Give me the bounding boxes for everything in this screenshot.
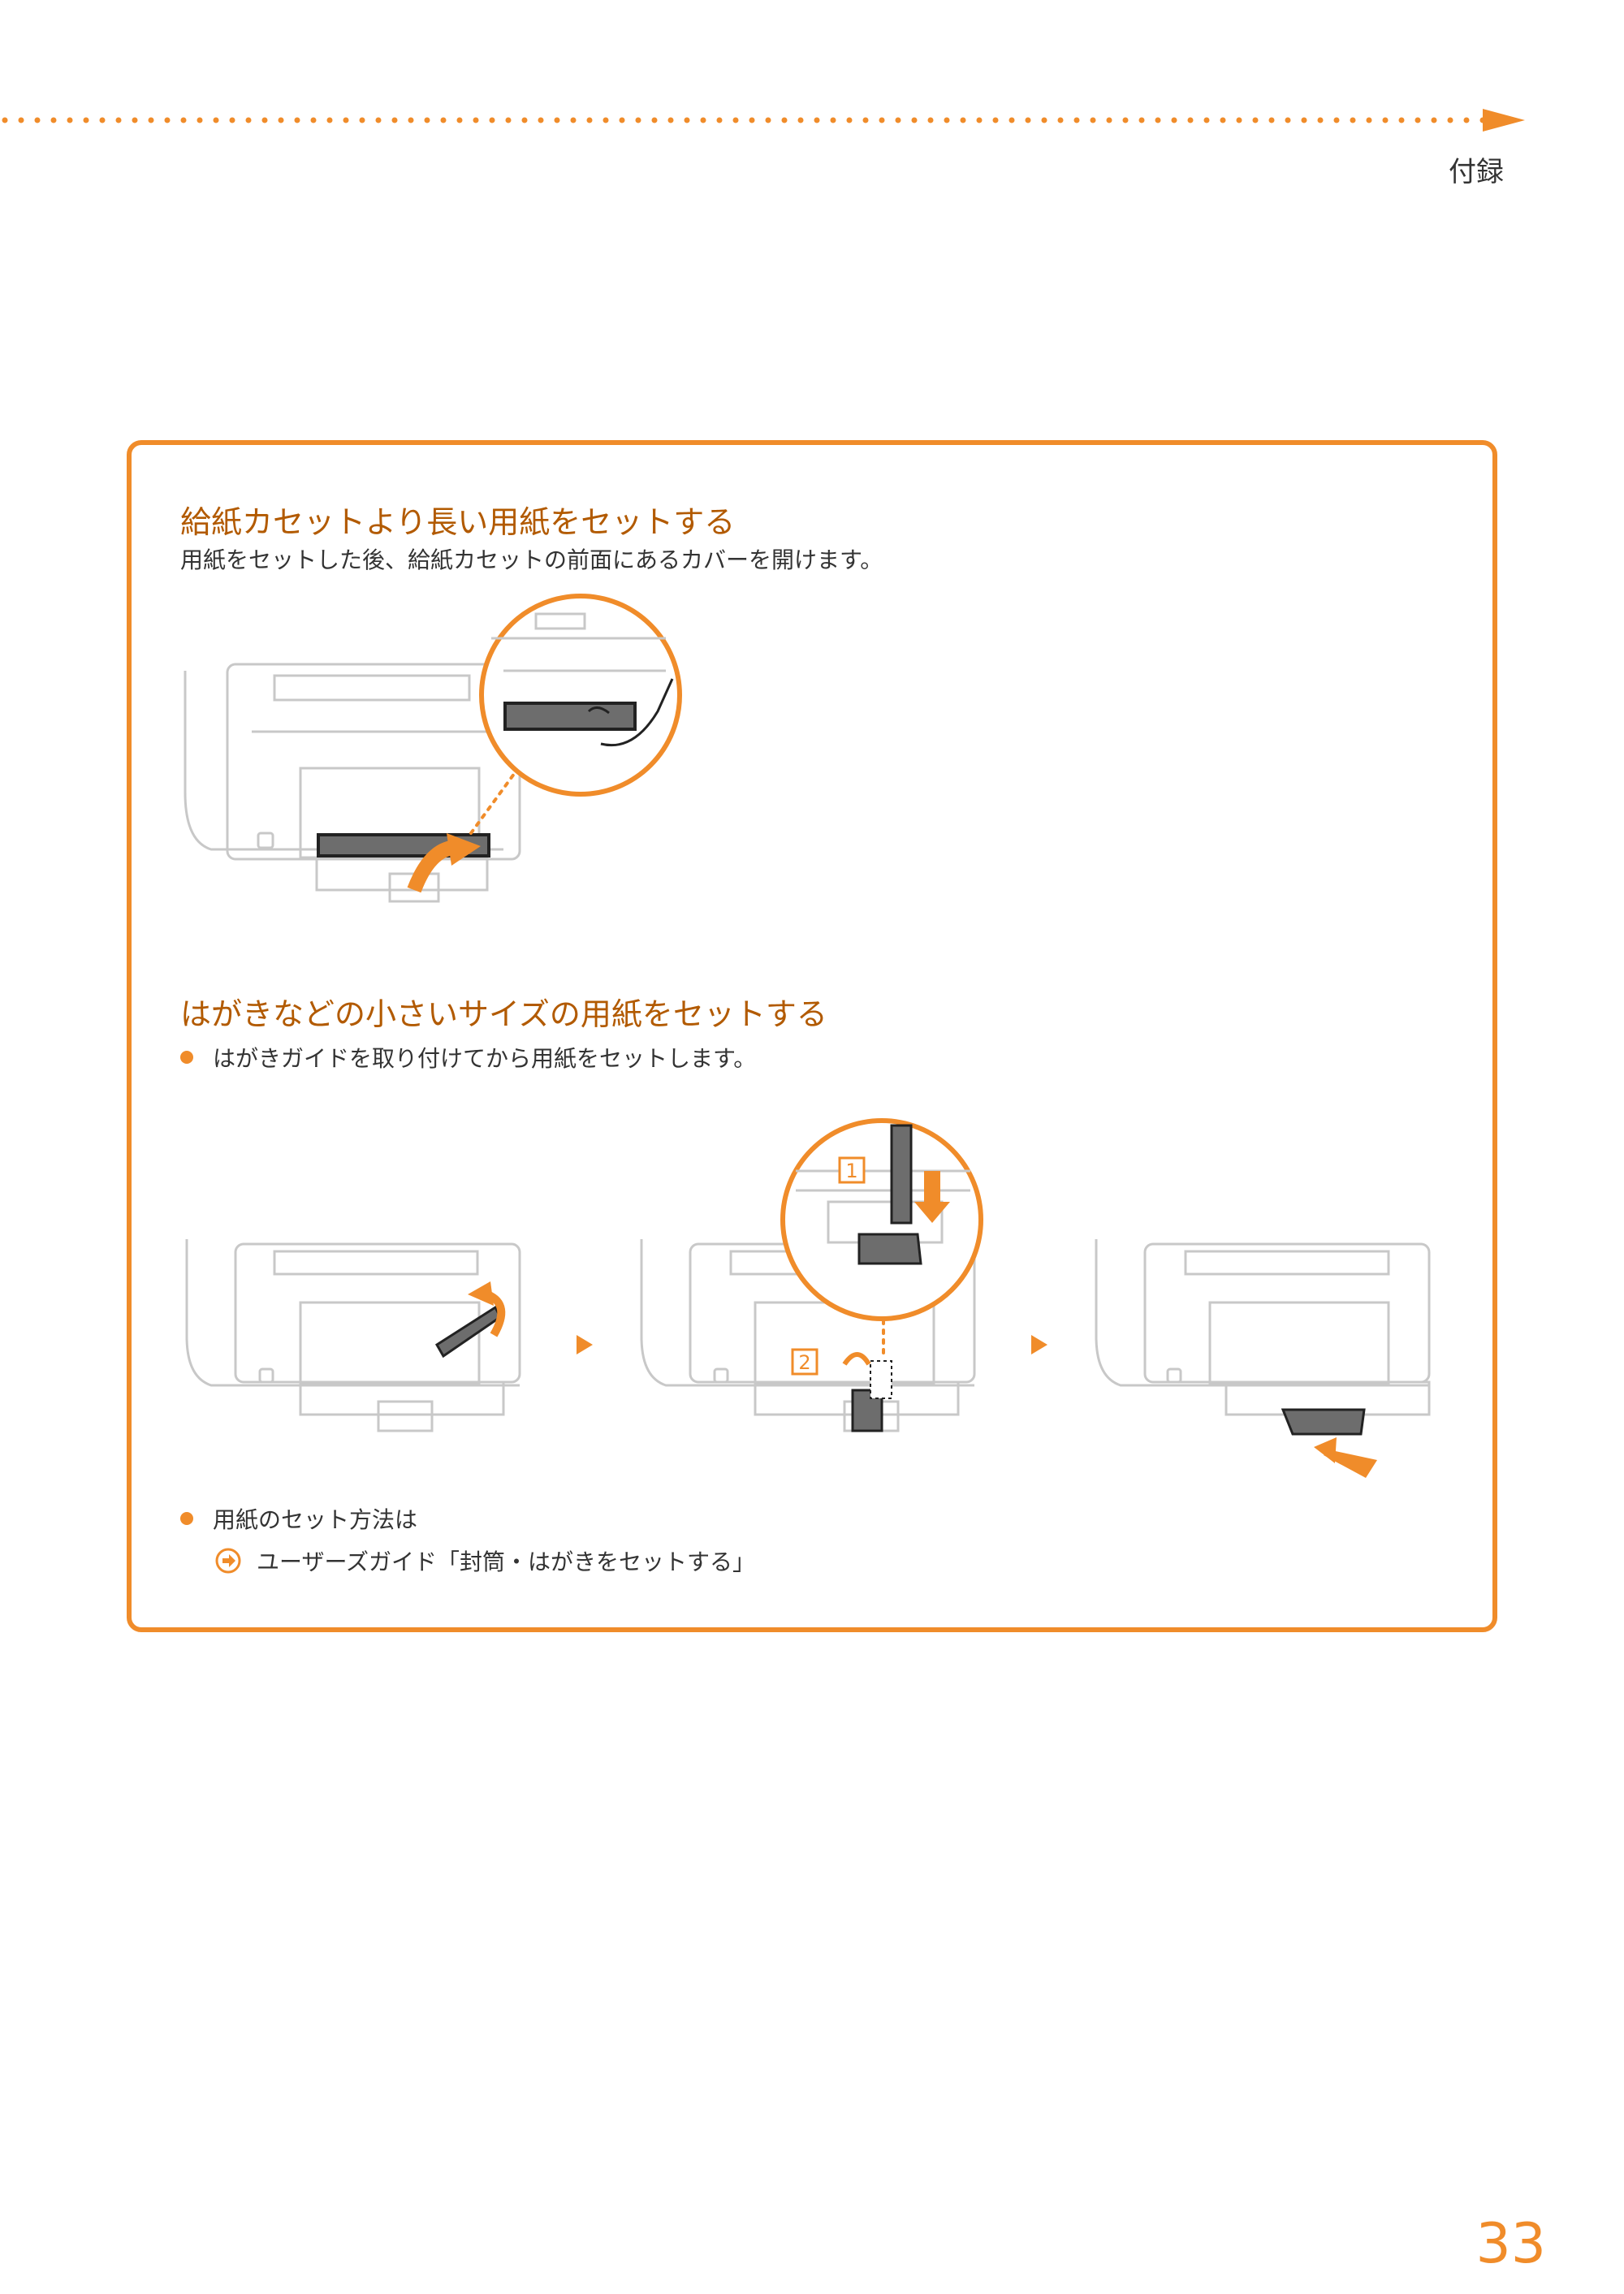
section2-title: はがきなどの小さいサイズの用紙をセットする bbox=[180, 996, 827, 1032]
reference-text: ユーザーズガイド「封筒・はがきをセットする」 bbox=[257, 1549, 756, 1575]
header-dotted-rule bbox=[2, 109, 1525, 132]
note-bullet-text: 用紙のセット方法は bbox=[213, 1506, 418, 1533]
postcard-guide-illustration: 2 1 bbox=[185, 1118, 1431, 1478]
bullet-dot bbox=[180, 1051, 193, 1064]
section1-title: 給紙カセットより長い用紙をセットする bbox=[180, 504, 736, 540]
section-label: 付録 bbox=[1449, 156, 1504, 188]
section2-bullet: はがきガイドを取り付けてから用紙をセットします。 bbox=[180, 1041, 756, 1074]
manual-reference-link[interactable]: ユーザーズガイド「封筒・はがきをセットする」 bbox=[214, 1544, 755, 1577]
section2-bullet-text: はがきガイドを取り付けてから用紙をセットします。 bbox=[213, 1045, 757, 1072]
note-bullet: 用紙のセット方法は bbox=[180, 1502, 417, 1535]
reference-arrow-icon bbox=[215, 1548, 241, 1574]
step-1-label: 1 bbox=[845, 1160, 857, 1182]
bullet-dot bbox=[180, 1512, 193, 1525]
info-panel bbox=[127, 440, 1497, 1632]
section1-description: 用紙をセットした後、給紙カセットの前面にあるカバーを開けます。 bbox=[180, 546, 883, 573]
step-2-label: 2 bbox=[798, 1351, 810, 1374]
printer-cover-illustration bbox=[184, 594, 682, 903]
page-number: 33 bbox=[1475, 2212, 1546, 2276]
